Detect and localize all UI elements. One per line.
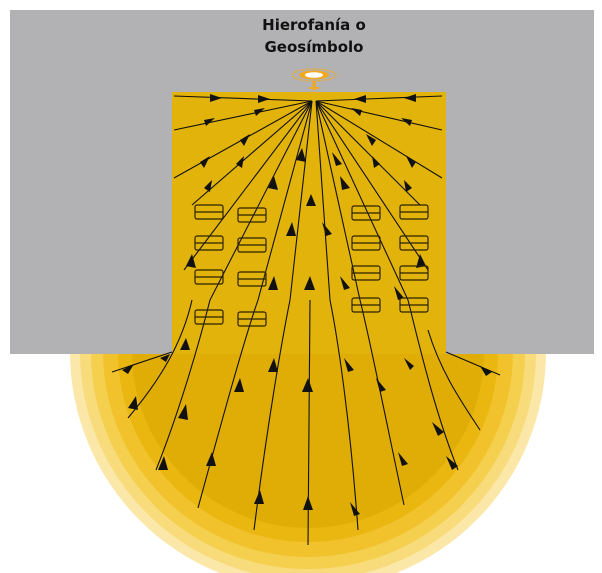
arrowhead-icon (236, 156, 244, 168)
arrowhead-icon (376, 378, 386, 392)
sight-line (289, 100, 313, 301)
arrowhead-icon (344, 358, 354, 372)
arrowhead-icon (204, 118, 215, 126)
arrowhead-icon (306, 194, 316, 206)
sight-line (427, 329, 481, 431)
church-bench-icon (351, 297, 381, 313)
sight-line (315, 100, 409, 301)
arrowhead-icon (186, 254, 196, 268)
church-bench-icon (351, 235, 381, 251)
church-bench-icon (399, 265, 429, 281)
arrowhead-icon (480, 366, 492, 376)
arrowheads (122, 94, 492, 516)
arrowhead-icon (332, 152, 342, 166)
church-bench-icon (351, 265, 381, 281)
sight-line (197, 299, 259, 509)
sight-line (127, 299, 193, 419)
title-line-1: Hierofanía o (262, 16, 366, 34)
title-line-2: Geosímbolo (265, 38, 364, 56)
arrowhead-icon (340, 276, 350, 290)
arrowhead-icon (372, 156, 380, 168)
church-bench-icon (237, 237, 267, 253)
arrowhead-icon (254, 490, 264, 504)
sight-line (155, 299, 211, 471)
arrowhead-icon (404, 94, 416, 102)
arrowhead-icon (180, 338, 190, 350)
church-bench-icon (194, 269, 224, 285)
sight-line (209, 100, 313, 301)
church-bench-icon (399, 204, 429, 220)
sight-line (183, 100, 313, 271)
church-bench-icon (237, 311, 267, 327)
arrowhead-icon (200, 156, 210, 168)
arrowhead-icon (254, 108, 265, 116)
arrowhead-icon (406, 156, 416, 168)
arrowhead-icon (122, 364, 134, 374)
arrowhead-icon (340, 176, 350, 190)
sight-line (173, 95, 313, 102)
arrowhead-icon (404, 180, 412, 192)
sight-line (315, 100, 443, 179)
arrowhead-icon (302, 378, 313, 392)
church-bench-icon (399, 235, 429, 251)
sight-line (407, 299, 459, 471)
sight-line (315, 100, 429, 271)
arrowhead-icon (268, 358, 278, 372)
arrowhead-icon (404, 358, 414, 370)
arrowhead-icon (303, 496, 313, 510)
arrowhead-icon (354, 95, 366, 103)
sight-line (257, 100, 313, 301)
arrowhead-icon (158, 456, 168, 470)
church-bench-icon (194, 235, 224, 251)
sight-line (445, 351, 501, 376)
arrowhead-icon (416, 254, 426, 268)
radiant-sacred-object-icon (291, 68, 337, 90)
sight-line (191, 100, 313, 206)
arrowhead-icon (394, 286, 404, 300)
sight-line (315, 100, 443, 131)
arrowhead-icon (366, 134, 376, 146)
sight-line (315, 100, 331, 301)
arrowhead-icon (206, 452, 216, 466)
church-bench-icon (194, 309, 224, 325)
sight-line (315, 95, 443, 102)
arrowhead-icon (258, 95, 270, 103)
arrowhead-icon (204, 180, 212, 192)
church-bench-icon (194, 204, 224, 220)
arrowhead-icon (304, 276, 315, 290)
church-bench-icon (237, 271, 267, 287)
sight-line (253, 299, 291, 531)
seating-area (194, 204, 429, 327)
arrowhead-icon (398, 452, 408, 466)
sight-line (329, 299, 359, 531)
arrowhead-icon (350, 502, 360, 516)
arrowhead-icon (322, 222, 332, 236)
sight-line (173, 100, 313, 131)
arrowhead-icon (401, 118, 412, 126)
sight-line (111, 351, 173, 373)
arrowhead-icon (351, 108, 362, 116)
church-bench-icon (399, 297, 429, 313)
arrowhead-icon (210, 94, 222, 102)
arrowhead-icon (128, 396, 138, 410)
sight-lines (111, 95, 501, 546)
arrowhead-icon (446, 456, 458, 470)
arrowhead-icon (286, 222, 296, 236)
arrowhead-icon (268, 176, 278, 190)
church-bench-icon (237, 207, 267, 223)
arrowhead-icon (432, 422, 444, 436)
arrowhead-icon (268, 276, 278, 290)
arrowhead-icon (178, 404, 188, 420)
arrowhead-icon (160, 354, 170, 362)
arrowhead-icon (240, 134, 250, 146)
arrowhead-icon (234, 378, 244, 392)
arrowhead-icon (296, 148, 306, 162)
sight-line (315, 100, 421, 206)
church-bench-icon (351, 205, 381, 221)
grey-wall (10, 10, 594, 354)
